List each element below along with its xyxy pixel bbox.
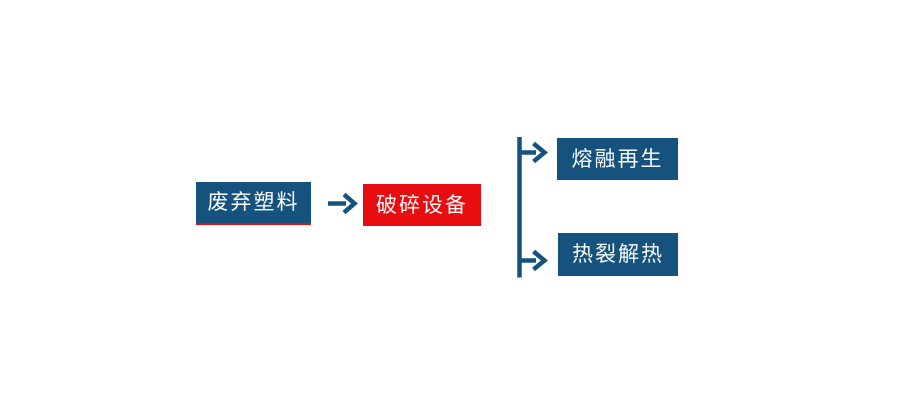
arrow-waste-to-crushing-icon [328, 192, 358, 215]
arrow-branch-to-pyrolysis-icon [521, 249, 549, 272]
node-pyrolysis-heat: 热裂解热 [558, 233, 678, 276]
node-waste-plastic-label: 废弃塑料 [207, 190, 300, 214]
node-crushing-equipment-label: 破碎设备 [376, 192, 468, 217]
node-melt-regeneration: 熔融再生 [557, 138, 678, 180]
node-waste-plastic: 废弃塑料 [196, 182, 311, 225]
node-crushing-equipment: 破碎设备 [363, 184, 481, 226]
node-pyrolysis-heat-label: 热裂解热 [572, 242, 664, 266]
node-melt-regeneration-label: 熔融再生 [571, 146, 664, 171]
arrow-branch-to-melt-icon [521, 141, 549, 164]
